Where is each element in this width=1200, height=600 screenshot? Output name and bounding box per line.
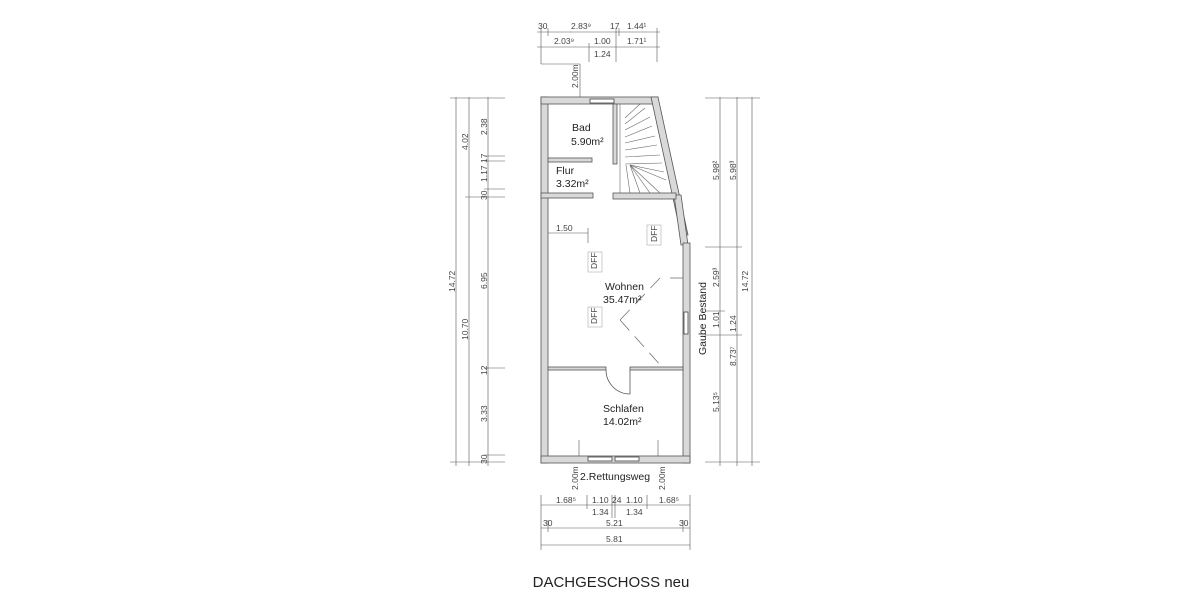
dim-left-inner-9: 30 (479, 454, 489, 464)
dim-bottom-7: 1.34 (626, 507, 643, 517)
room-bad-name: Bad (572, 122, 591, 134)
roof-lines (619, 277, 683, 368)
dff-label-3: DFF (589, 307, 599, 324)
dim-right-inner-1: 5.98² (711, 160, 721, 180)
dim-right-outer: 14.72 (740, 270, 750, 292)
dim-left-inner-8: 3.33 (479, 405, 489, 422)
drawing-title: DACHGESCHOSS neu (532, 574, 690, 591)
dim-bottom-10: 30 (679, 518, 689, 528)
room-schlafen-name: Schlafen (603, 403, 644, 415)
dim-top-5: 2.03⁹ (554, 36, 575, 46)
dim-right-middle-1: 5.98³ (728, 160, 738, 180)
dim-bottom-2: 1.10 (592, 495, 609, 505)
room-wohnen-area: 35.47m² (603, 294, 642, 306)
dff-label-2: DFF (589, 252, 599, 269)
dim-top-4: 1.44¹ (627, 21, 647, 31)
dim-bottom-3: 24 (612, 495, 622, 505)
room-schlafen-area: 14.02m² (603, 416, 642, 428)
dim-bottom-1: 1.68⁵ (556, 495, 576, 505)
dim-bottom-6: 1.34 (592, 507, 609, 517)
dim-top-8: 1.24 (594, 49, 611, 59)
dim-left-inner-5: 30 (479, 190, 489, 200)
dim-bottom-4: 1.10 (626, 495, 643, 505)
dim-right-inner-2: 2.59³ (711, 267, 721, 287)
door-swing (605, 369, 631, 395)
dim-bottom-9: 5.21 (606, 518, 623, 528)
dim-left-inner-6: 6.95 (479, 272, 489, 289)
gaube-label: Gaube Bestand (697, 282, 709, 355)
dim-left-outer: 14.72 (447, 270, 457, 292)
windows (587, 98, 689, 462)
rettungsweg-label: 2.Rettungsweg (580, 471, 650, 483)
dff-label-1: DFF (649, 225, 659, 242)
dim-bottom-8: 30 (543, 518, 553, 528)
dim-top-6: 1.00 (594, 36, 611, 46)
dim-right-inner-3: 1.01 (711, 311, 721, 328)
room-flur-area: 3.32m² (556, 178, 589, 190)
dim-left-inner-1: 2.38 (479, 118, 489, 135)
dim-left-inner-2: 17 (479, 153, 489, 163)
room-flur-name: Flur (556, 165, 575, 177)
dim-bottom-5: 1.68⁵ (659, 495, 679, 505)
dim-left-inner-3: 1.17 (479, 165, 489, 182)
dim-top-1: 30 (538, 21, 548, 31)
dim-top-3: 17 (610, 21, 620, 31)
dim-right-inner-4: 5.13⁵ (711, 392, 721, 412)
dim-left-middle-bottom: 10.70 (460, 318, 470, 340)
clearance-bottom-left: 2.00m (570, 466, 580, 490)
clearance-top: 2.00m (570, 64, 580, 88)
dim-top-7: 1.71¹ (627, 36, 647, 46)
room-bad-area: 5.90m² (571, 136, 604, 148)
skylights (587, 224, 662, 328)
dim-150: 1.50 (556, 223, 573, 233)
dim-left-middle-top: 4.02 (460, 133, 470, 150)
staircase (619, 103, 667, 194)
dim-bottom-11: 5.81 (606, 534, 623, 544)
room-wohnen-name: Wohnen (605, 281, 644, 293)
dim-left-inner-7: 12 (479, 365, 489, 375)
dim-right-middle-3: 8.73⁷ (728, 346, 738, 366)
dim-right-middle-2: 1.24 (728, 315, 738, 332)
dim-top-2: 2.83⁹ (571, 21, 592, 31)
clearance-bottom-right: 2.00m (657, 466, 667, 490)
